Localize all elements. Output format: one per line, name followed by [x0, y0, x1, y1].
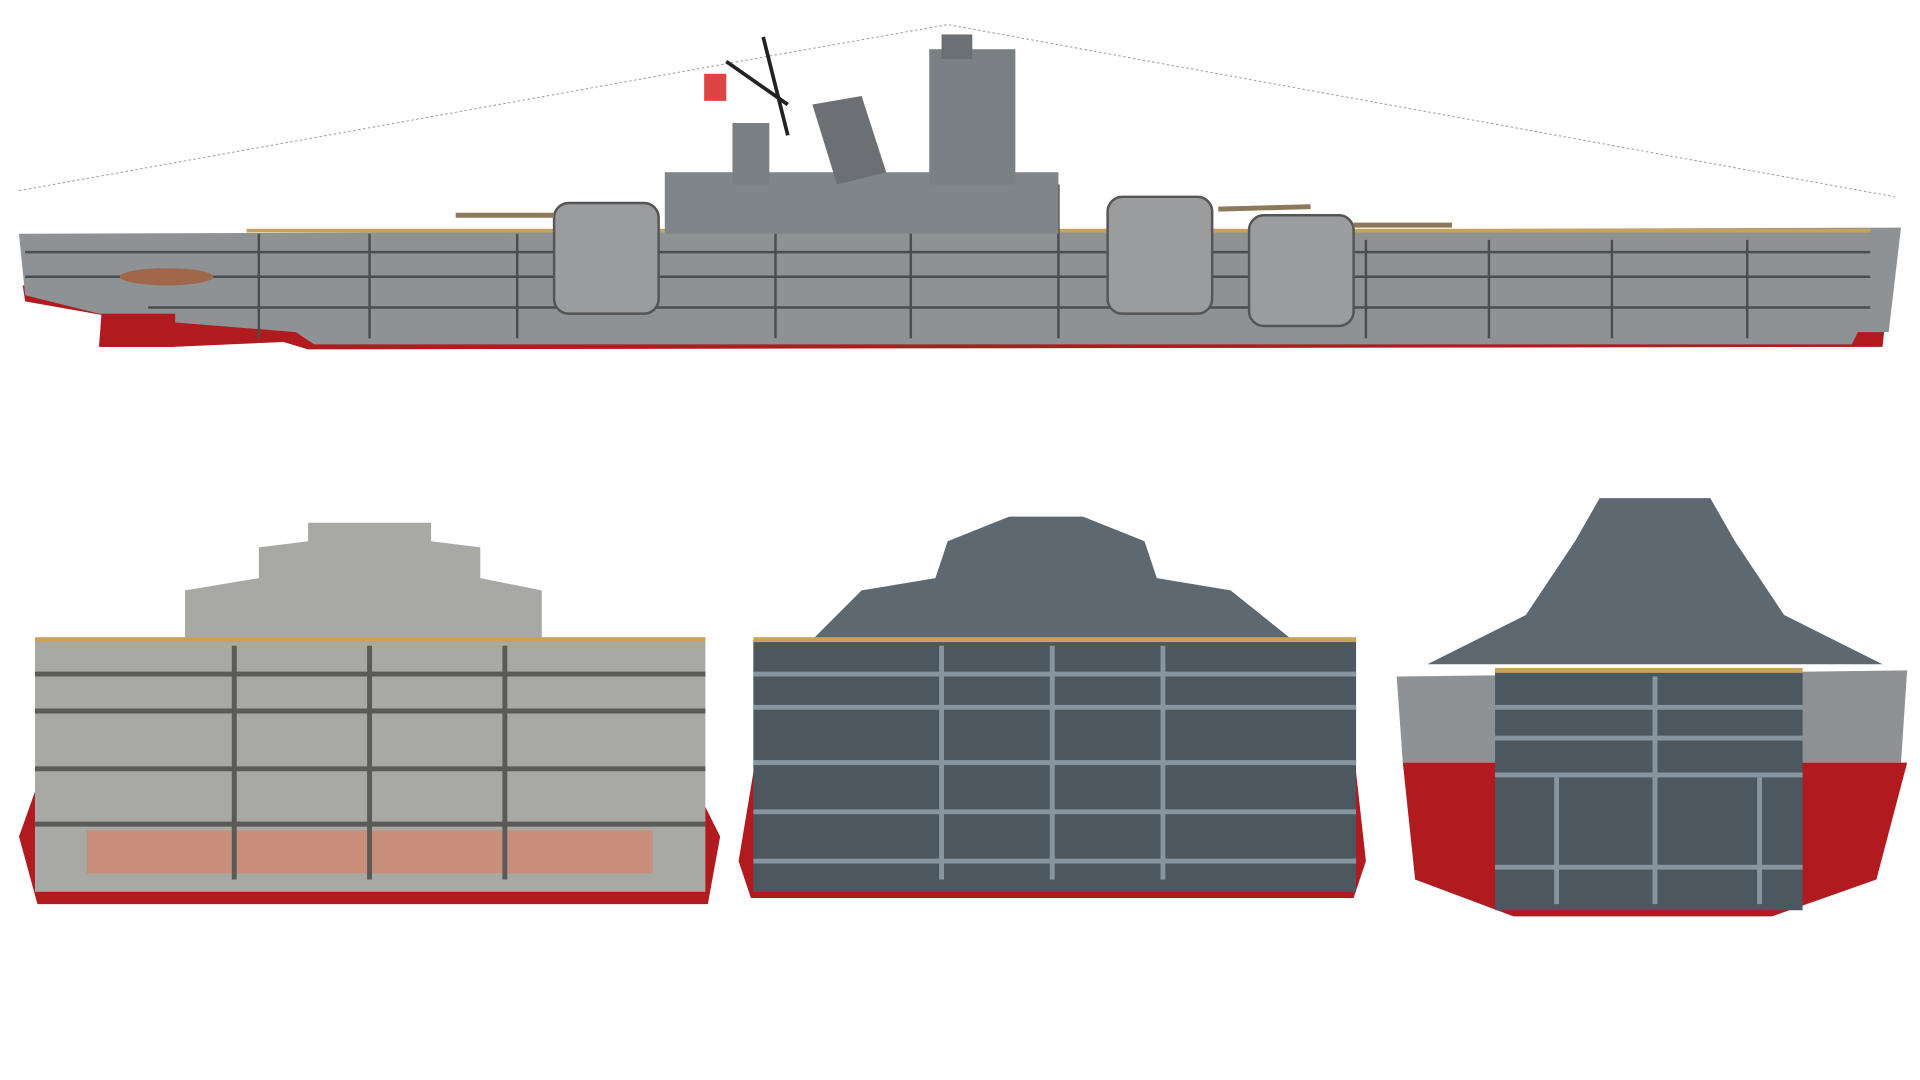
section1-grid	[34, 645, 706, 880]
turret-barbette-fwd1	[1106, 195, 1214, 315]
section3-superstructure	[1427, 498, 1883, 665]
section3-hull	[1495, 670, 1803, 911]
bridge-tower	[929, 49, 1016, 185]
section2-superstructure	[812, 516, 1293, 640]
turret-barbette-aft	[552, 201, 660, 315]
cross-section-forward	[18, 522, 721, 905]
deck-grid	[25, 184, 1871, 339]
rigging-lines	[18, 24, 1895, 198]
propeller-shaft-room	[119, 268, 214, 286]
cross-section-midship	[738, 516, 1366, 898]
aft-mast-structure	[732, 123, 770, 185]
mast	[725, 36, 790, 136]
hull-body	[18, 227, 1902, 345]
cross-section-aft	[1396, 498, 1908, 917]
section3-grid	[1495, 676, 1803, 905]
ensign-flag	[704, 73, 727, 101]
section1-deck	[34, 637, 706, 643]
section1-superstructure	[185, 522, 542, 640]
funnel	[812, 95, 887, 185]
section3-deck	[1495, 667, 1803, 673]
gun-barrels	[455, 204, 1453, 228]
section2-grid	[753, 645, 1357, 880]
section2-hull	[753, 639, 1357, 892]
rudder	[101, 313, 176, 347]
turret-barbette-fwd2	[1247, 214, 1355, 328]
tower-top	[941, 34, 973, 60]
side-section-view	[18, 24, 1902, 350]
section2-deck	[753, 637, 1357, 643]
